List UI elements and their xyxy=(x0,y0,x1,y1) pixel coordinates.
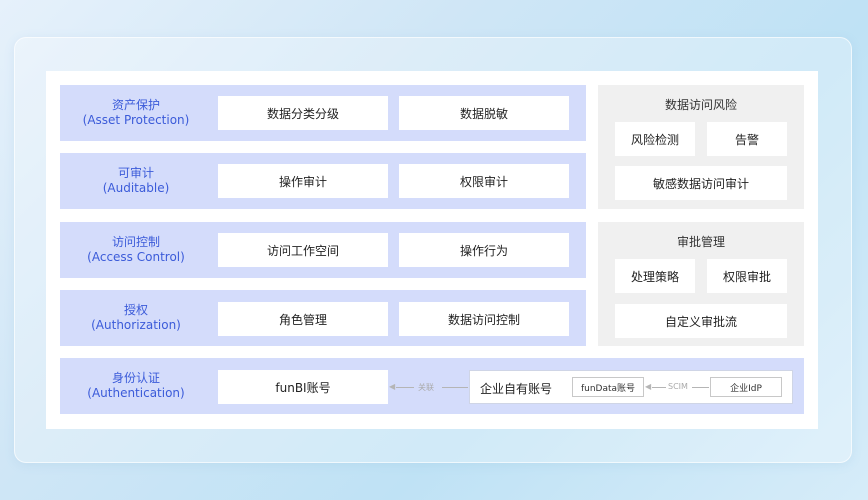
layer-en-name: (Access Control) xyxy=(87,250,185,264)
box-permission-audit: 权限审计 xyxy=(399,164,569,198)
layer-en-name: (Asset Protection) xyxy=(82,113,190,127)
layer-label: 访问控制 (Access Control) xyxy=(60,222,212,278)
layer-asset-protection: 资产保护 (Asset Protection) 数据分类分级 数据脱敏 xyxy=(60,85,586,141)
layer-auditable: 可审计 (Auditable) 操作审计 权限审计 xyxy=(60,153,586,209)
layer-label: 可审计 (Auditable) xyxy=(60,153,212,209)
box-data-classification: 数据分类分级 xyxy=(218,96,388,130)
connector-line xyxy=(692,387,709,388)
connector-line xyxy=(396,387,414,388)
approval-title: 审批管理 xyxy=(676,235,725,249)
layer-name: 授权 xyxy=(123,303,148,317)
layer-en-name: (Auditable) xyxy=(102,181,170,195)
layer-label: 授权 (Authorization) xyxy=(60,290,212,346)
link-label: 关联 xyxy=(418,383,434,392)
enterprise-account-label: 企业自有账号 xyxy=(480,382,553,396)
box-data-masking: 数据脱敏 xyxy=(399,96,569,130)
connector-line xyxy=(442,387,468,388)
scim-label: SCIM xyxy=(668,382,688,391)
connector-line xyxy=(652,387,666,388)
box-data-access-control: 数据访问控制 xyxy=(399,302,569,336)
layer-name: 访问控制 xyxy=(111,235,160,249)
layer-authorization: 授权 (Authorization) 角色管理 数据访问控制 xyxy=(60,290,586,346)
box-operation-audit: 操作审计 xyxy=(218,164,388,198)
layer-label: 资产保护 (Asset Protection) xyxy=(60,85,212,141)
layer-en-name: (Authorization) xyxy=(91,318,181,332)
approval-panel: 审批管理 处理策略 权限审批 自定义审批流 xyxy=(598,222,804,346)
risk-panel: 数据访问风险 风险检测 告警 敏感数据访问审计 xyxy=(598,85,804,209)
layer-name: 资产保护 xyxy=(111,98,160,112)
box-alert: 告警 xyxy=(707,122,787,156)
risk-title: 数据访问风险 xyxy=(664,98,737,112)
layer-name: 身份认证 xyxy=(111,371,160,385)
box-funbi-account: funBI账号 xyxy=(218,370,388,404)
box-access-workspace: 访问工作空间 xyxy=(218,233,388,267)
box-custom-approval-flow: 自定义审批流 xyxy=(615,304,787,338)
box-handling-policy: 处理策略 xyxy=(615,259,695,293)
arrow-left-icon: ◀ xyxy=(645,382,652,391)
box-permission-approval: 权限审批 xyxy=(707,259,787,293)
box-risk-detection: 风险检测 xyxy=(615,122,695,156)
box-operation-behavior: 操作行为 xyxy=(399,233,569,267)
arrow-left-icon: ◀ xyxy=(389,382,396,391)
layer-access-control: 访问控制 (Access Control) 访问工作空间 操作行为 xyxy=(60,222,586,278)
box-role-management: 角色管理 xyxy=(218,302,388,336)
box-enterprise-idp: 企业IdP xyxy=(710,377,782,397)
box-fundata-account: funData账号 xyxy=(572,377,644,397)
layer-label: 身份认证 (Authentication) xyxy=(60,358,212,414)
layer-en-name: (Authentication) xyxy=(87,386,185,400)
box-sensitive-data-audit: 敏感数据访问审计 xyxy=(615,166,787,200)
layer-name: 可审计 xyxy=(117,166,154,180)
